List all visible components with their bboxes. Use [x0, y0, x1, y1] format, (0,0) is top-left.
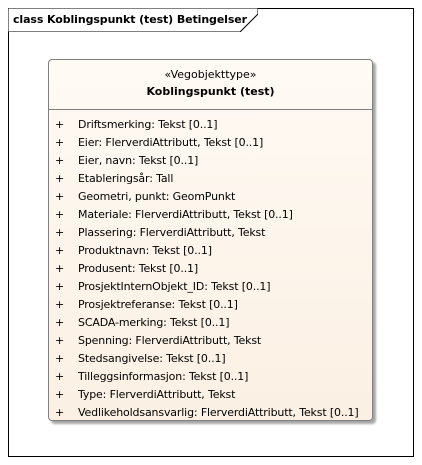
attribute-visibility: + — [55, 280, 65, 293]
attribute-row[interactable]: + Produsent: Tekst [0..1] — [49, 260, 372, 278]
attribute-text: Stedsangivelse: Tekst [0..1] — [78, 352, 226, 365]
attribute-row[interactable]: + Plassering: FlerverdiAttributt, Tekst — [49, 224, 372, 242]
attribute-text: Eier, navn: Tekst [0..1] — [78, 154, 199, 167]
attribute-text: Tilleggsinformasjon: Tekst [0..1] — [78, 370, 249, 383]
attribute-text: Plassering: FlerverdiAttributt, Tekst — [78, 226, 266, 239]
class-name: Koblingspunkt (test) — [146, 85, 275, 98]
attribute-visibility: + — [55, 244, 65, 257]
diagram-frame-tab: class Koblingspunkt (test) Betingelser — [8, 8, 258, 32]
class-koblingspunkt[interactable]: «Vegobjekttype» Koblingspunkt (test) + D… — [48, 59, 373, 421]
attribute-row[interactable]: + Materiale: FlerverdiAttributt, Tekst [… — [49, 206, 372, 224]
attribute-text: Produsent: Tekst [0..1] — [78, 262, 199, 275]
attribute-text: Prosjektreferanse: Tekst [0..1] — [78, 298, 238, 311]
attribute-text: Etableringsår: Tall — [78, 172, 174, 185]
attribute-visibility: + — [55, 136, 65, 149]
attribute-visibility: + — [55, 262, 65, 275]
attribute-text: Vedlikeholdsansvarlig: FlerverdiAttribut… — [78, 406, 359, 419]
attribute-text: Produktnavn: Tekst [0..1] — [78, 244, 212, 257]
class-stereotype: «Vegobjekttype» — [164, 68, 257, 81]
attribute-row[interactable]: + Produktnavn: Tekst [0..1] — [49, 242, 372, 260]
attribute-text: Eier: FlerverdiAttributt, Tekst [0..1] — [78, 136, 264, 149]
attribute-row[interactable]: + Type: FlerverdiAttributt, Tekst — [49, 386, 372, 404]
attribute-list: + Driftsmerking: Tekst [0..1] + Eier: Fl… — [49, 116, 372, 422]
attribute-visibility: + — [55, 172, 65, 185]
attribute-text: Geometri, punkt: GeomPunkt — [78, 190, 236, 203]
attribute-row[interactable]: + Tilleggsinformasjon: Tekst [0..1] — [49, 368, 372, 386]
attribute-text: ProsjektInternObjekt_ID: Tekst [0..1] — [78, 280, 271, 293]
attribute-row[interactable]: + Prosjektreferanse: Tekst [0..1] — [49, 296, 372, 314]
attribute-row[interactable]: + ProsjektInternObjekt_ID: Tekst [0..1] — [49, 278, 372, 296]
diagram-title: class Koblingspunkt (test) Betingelser — [13, 13, 247, 26]
attribute-visibility: + — [55, 334, 65, 347]
attribute-text: Materiale: FlerverdiAttributt, Tekst [0.… — [78, 208, 293, 221]
attribute-row[interactable]: + Stedsangivelse: Tekst [0..1] — [49, 350, 372, 368]
attribute-row[interactable]: + Driftsmerking: Tekst [0..1] — [49, 116, 372, 134]
attribute-visibility: + — [55, 118, 65, 131]
attribute-row[interactable]: + Etableringsår: Tall — [49, 170, 372, 188]
class-header: «Vegobjekttype» Koblingspunkt (test) — [49, 60, 372, 110]
attribute-row[interactable]: + Eier: FlerverdiAttributt, Tekst [0..1] — [49, 134, 372, 152]
attribute-visibility: + — [55, 208, 65, 221]
attribute-text: Type: FlerverdiAttributt, Tekst — [78, 388, 236, 401]
attribute-visibility: + — [55, 388, 65, 401]
attribute-visibility: + — [55, 352, 65, 365]
attribute-text: Spenning: FlerverdiAttributt, Tekst — [78, 334, 262, 347]
attribute-visibility: + — [55, 370, 65, 383]
attribute-visibility: + — [55, 316, 65, 329]
attribute-visibility: + — [55, 190, 65, 203]
attribute-row[interactable]: + Geometri, punkt: GeomPunkt — [49, 188, 372, 206]
attribute-visibility: + — [55, 154, 65, 167]
attribute-visibility: + — [55, 298, 65, 311]
attribute-row[interactable]: + Spenning: FlerverdiAttributt, Tekst — [49, 332, 372, 350]
attribute-visibility: + — [55, 226, 65, 239]
frame-tab-outline — [8, 8, 258, 32]
attribute-row[interactable]: + Vedlikeholdsansvarlig: FlerverdiAttrib… — [49, 404, 372, 422]
attribute-row[interactable]: + Eier, navn: Tekst [0..1] — [49, 152, 372, 170]
attribute-visibility: + — [55, 406, 65, 419]
attribute-row[interactable]: + SCADA-merking: Tekst [0..1] — [49, 314, 372, 332]
attribute-text: SCADA-merking: Tekst [0..1] — [78, 316, 230, 329]
attribute-text: Driftsmerking: Tekst [0..1] — [78, 118, 218, 131]
